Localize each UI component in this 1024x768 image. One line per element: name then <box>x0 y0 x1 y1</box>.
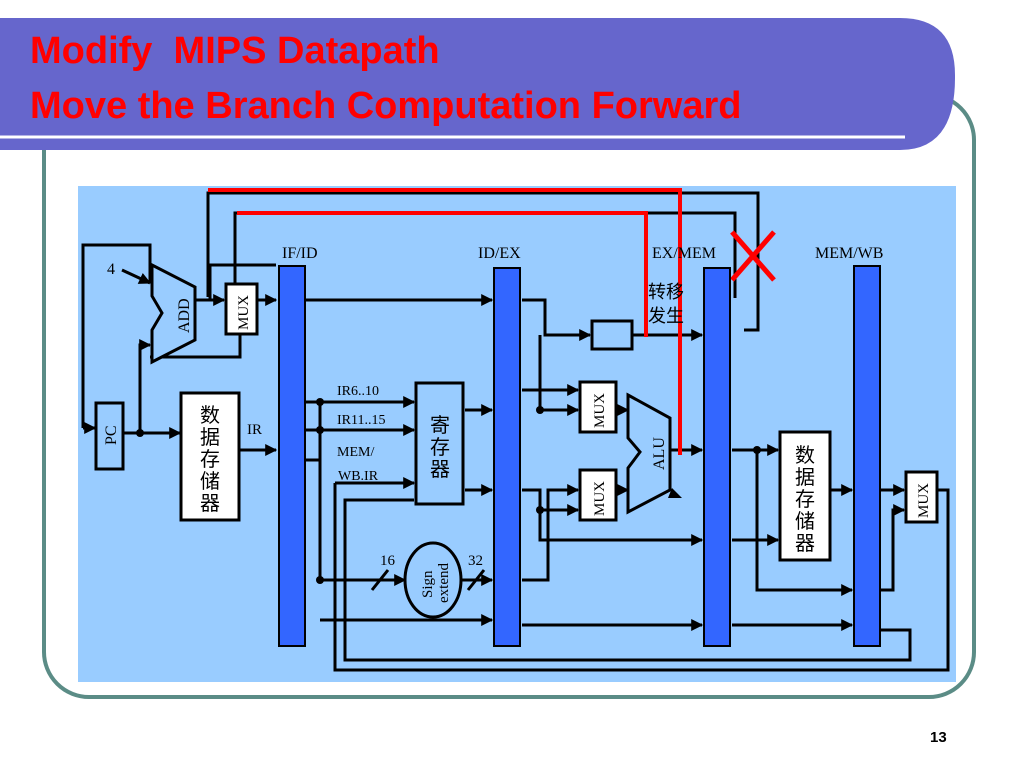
junction <box>316 576 324 584</box>
junction <box>316 426 324 434</box>
label-mem-wb-1: MEM/ <box>337 445 374 460</box>
pc-mux <box>224 282 259 336</box>
register-file <box>414 381 465 506</box>
wire-b-to-exmem <box>538 510 704 546</box>
alu-label: ALU <box>651 437 668 470</box>
label-ir-11-15: IR11..15 <box>337 413 385 428</box>
wb-mux-label: MUX <box>916 483 932 518</box>
slide-title-line2: Move the Branch Computation Forward <box>30 85 741 127</box>
alu-mux-a-label: MUX <box>592 393 608 428</box>
datapath-diagram <box>81 191 950 672</box>
wire-add-to-ifid <box>208 263 276 300</box>
pc-mux-label: MUX <box>236 295 252 330</box>
slide-title-line1: Modify MIPS Datapath <box>30 30 440 72</box>
branch-adder <box>590 319 634 351</box>
header-banner <box>0 18 955 150</box>
wire-memwb-alu <box>880 504 906 592</box>
branch-path-new <box>208 188 776 455</box>
junction <box>136 429 144 437</box>
label-ir-6-10: IR6..10 <box>337 384 379 399</box>
wire-wb-loop <box>333 483 950 672</box>
label-mem-wb-2: WB.IR <box>338 469 379 484</box>
sign-extend-label-1: Sign <box>420 570 436 598</box>
junction <box>536 406 544 414</box>
reg-id-ex <box>493 267 521 647</box>
ir-label: IR <box>247 422 262 438</box>
data-mem-label: 数据存储器 <box>795 444 815 555</box>
bus-width-16: 16 <box>380 553 396 569</box>
alu-mux-b-label: MUX <box>592 481 608 516</box>
junction <box>316 398 324 406</box>
reg-if-id <box>278 265 306 647</box>
sign-extend <box>403 541 463 619</box>
wire-pc-to-add <box>138 339 152 433</box>
const-four: 4 <box>107 261 115 278</box>
label-mem-wb: MEM/WB <box>815 245 883 262</box>
wb-mux <box>904 470 939 524</box>
alu-mux-a <box>578 380 618 434</box>
wire-idex-imm <box>522 484 580 582</box>
wire-mux-back <box>150 330 242 359</box>
wire-bus16-tick <box>370 569 390 591</box>
bus-width-32: 32 <box>468 553 483 569</box>
wire-pc-loop <box>81 243 152 428</box>
label-ex-mem: EX/MEM <box>652 245 716 262</box>
junction <box>753 446 761 454</box>
wire-branch-cond-red <box>208 188 682 455</box>
alu-zero-arrow <box>668 488 682 498</box>
instr-mem-label: 数据存储器 <box>200 404 220 515</box>
add-label: ADD <box>176 298 193 333</box>
wire-wb-rd-loop <box>343 498 912 662</box>
label-if-id: IF/ID <box>282 245 318 262</box>
reg-ex-mem <box>703 267 731 647</box>
data-memory <box>778 430 832 562</box>
pc-label: PC <box>103 425 120 445</box>
label-id-ex: ID/EX <box>478 245 521 262</box>
pc-register <box>94 401 125 471</box>
alu-mux-b <box>578 468 618 522</box>
wire-four <box>121 268 152 285</box>
wire-exmem-bypass <box>755 450 854 596</box>
page-number: 13 <box>930 729 947 746</box>
branch-occur-label-1: 转移 <box>648 282 684 302</box>
instruction-memory <box>179 391 241 522</box>
wire-branch-cond-old <box>206 191 760 332</box>
wire-idex-pc <box>522 298 592 341</box>
regfile-label: 寄存器 <box>430 414 450 481</box>
pc-adder <box>150 262 197 365</box>
reg-mem-wb <box>853 265 881 647</box>
cross-mark-b <box>730 230 776 282</box>
branch-occur-label-2: 发生 <box>648 306 684 326</box>
junction <box>536 506 544 514</box>
alu <box>626 392 672 515</box>
wire-bus32-tick <box>466 569 486 591</box>
sign-extend-label-2: extend <box>436 563 452 603</box>
components: IF/ID ID/EX EX/MEM MEM/WB PC ADD 4 MUX 数… <box>94 245 939 647</box>
wire-branch-target-red <box>237 211 648 337</box>
wire-idex-b <box>522 488 580 516</box>
